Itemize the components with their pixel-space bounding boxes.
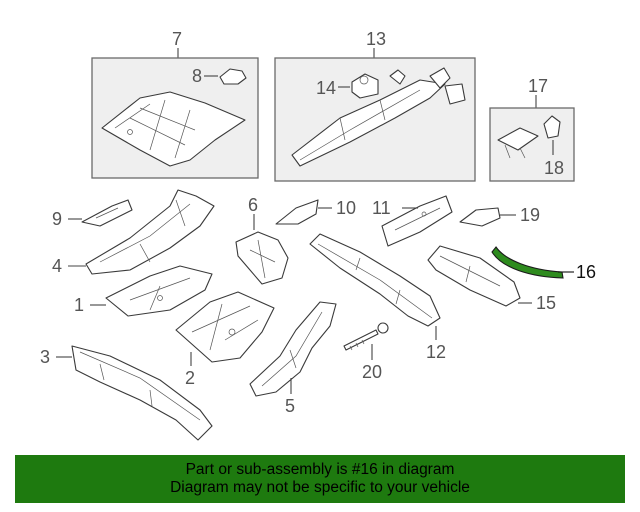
callout-8: 8: [192, 66, 202, 86]
callout-1: 1: [74, 295, 84, 315]
part-7-floor-pan[interactable]: [101, 91, 246, 167]
part-13-rear-rail-assembly[interactable]: [291, 67, 466, 167]
part-2-floor-pan[interactable]: [175, 291, 275, 363]
group-box-17: 17 18: [489, 76, 575, 182]
part-16-highlighted[interactable]: [491, 246, 564, 279]
group-box-7: 7 8: [91, 29, 259, 179]
callout-20: 20: [362, 362, 382, 382]
part-6-wheelhouse[interactable]: [235, 231, 289, 285]
callout-19: 19: [520, 205, 540, 225]
callout-3: 3: [40, 347, 50, 367]
part-14-bracket[interactable]: [351, 73, 379, 99]
callout-7: 7: [172, 29, 182, 49]
part-10-bracket[interactable]: [275, 199, 319, 225]
part-11-crossmember[interactable]: [381, 195, 453, 247]
callout-17: 17: [528, 76, 548, 96]
callout-6: 6: [248, 195, 258, 215]
callout-18: 18: [544, 158, 564, 178]
callout-11: 11: [372, 198, 391, 218]
part-5-pillar[interactable]: [249, 301, 337, 397]
callout-12: 12: [426, 342, 446, 362]
part-15-rear-member[interactable]: [427, 245, 521, 307]
group-box-13: 13 14: [274, 29, 476, 182]
part-4-side-member[interactable]: [85, 189, 215, 275]
part-20-bolt[interactable]: [343, 322, 389, 351]
part-18-plug[interactable]: [543, 115, 561, 139]
part-9-bracket[interactable]: [81, 199, 133, 227]
callout-4: 4: [52, 256, 62, 276]
part-1-floor-panel[interactable]: [105, 265, 213, 317]
part-8-plug[interactable]: [219, 68, 247, 85]
part-3-rocker-panel[interactable]: [71, 345, 213, 441]
callout-2: 2: [185, 368, 195, 388]
callout-9: 9: [52, 209, 62, 229]
banner-line-2: Diagram may not be specific to your vehi…: [170, 479, 470, 496]
part-19-bracket[interactable]: [459, 207, 501, 227]
callout-10: 10: [336, 198, 356, 218]
callout-16: 16: [576, 262, 596, 282]
part-12-rear-side-member[interactable]: [309, 233, 441, 327]
banner-line-1: Part or sub-assembly is #16 in diagram: [185, 461, 455, 478]
callout-13: 13: [366, 29, 386, 49]
callout-15: 15: [536, 293, 556, 313]
part-17-bracket[interactable]: [497, 127, 539, 159]
callout-5: 5: [285, 396, 295, 416]
info-banner: Part or sub-assembly is #16 in diagram D…: [15, 455, 625, 503]
callout-14: 14: [316, 78, 336, 98]
